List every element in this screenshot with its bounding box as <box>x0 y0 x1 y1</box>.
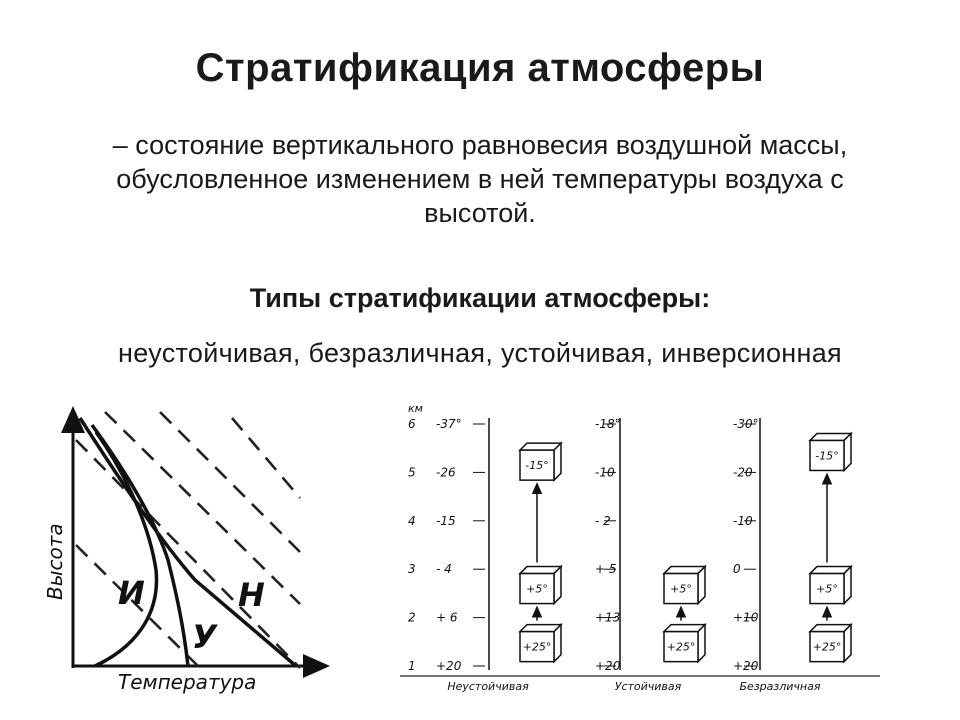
scale-label: -20 <box>733 465 753 479</box>
curve-label-stable: У <box>192 618 218 656</box>
height-label: 5 <box>408 465 416 479</box>
types-list: неустойчивая, безразличная, устойчивая, … <box>118 338 842 368</box>
height-label: 3 <box>408 562 416 576</box>
scale-label: + 6 <box>436 611 458 625</box>
parcel-cube-front <box>809 630 845 663</box>
parcel-temperature: +25° <box>523 641 552 654</box>
parcel-cube-top <box>518 623 563 633</box>
column-name: Устойчивая <box>615 680 682 693</box>
parcel-cube-front <box>663 572 699 605</box>
height-label: 4 <box>408 514 416 528</box>
parcel-temperature: +5° <box>816 583 838 596</box>
scale-label: -10 <box>733 514 753 528</box>
parcel-cube-front <box>519 630 555 663</box>
scale-label: +13 <box>595 611 620 625</box>
scale-label: -30° <box>733 417 759 431</box>
scale-label: + 5 <box>595 562 617 576</box>
parcel-cube-side <box>843 622 852 664</box>
scale-label: -18° <box>595 417 621 431</box>
parcel-temperature: -15° <box>525 459 548 472</box>
scale-label: +20 <box>733 659 759 673</box>
scale-label: 0 <box>733 562 741 576</box>
scale-label: -10 <box>595 465 615 479</box>
scale-label: - 4 <box>436 562 452 576</box>
parcel-cube-top <box>518 442 563 451</box>
parcel-cube-top <box>662 623 707 633</box>
dashed-adiabat-lines <box>75 411 301 669</box>
parcel-temperature: -15° <box>815 449 838 462</box>
scale-label: +10 <box>733 611 759 625</box>
y-axis-label: Высота <box>43 523 67 600</box>
unstable-curve-n <box>78 417 298 668</box>
parcel-cube-side <box>697 564 706 606</box>
parcel-temperature: +5° <box>526 583 548 596</box>
parcel-cube-side <box>697 622 706 664</box>
inversion-curve-i <box>94 430 159 668</box>
x-axis-label: Температура <box>118 670 256 694</box>
scale-label: +20 <box>595 659 621 673</box>
parcel-cube-front <box>519 449 555 481</box>
parcel-cube-side <box>843 564 852 606</box>
parcel-cube-side <box>553 564 562 606</box>
types-heading: Типы стратификации атмосферы: <box>249 283 711 313</box>
height-label: 2 <box>408 611 416 625</box>
parcel-cube-front <box>809 572 845 605</box>
parcel-cube-side <box>843 431 852 473</box>
parcel-temperature: +25° <box>667 641 696 654</box>
parcel-cube-front <box>519 572 555 605</box>
parcel-cube-top <box>662 565 707 575</box>
scale-label: -37° <box>436 417 462 431</box>
parcel-cube-top <box>808 432 853 442</box>
parcel-cube-front <box>809 439 845 472</box>
parcel-cube-top <box>808 565 853 575</box>
scale-label: -26 <box>436 465 456 479</box>
curve-label-unstable: Н <box>238 576 265 614</box>
height-unit-label: км <box>408 402 423 415</box>
stable-curve-u <box>90 423 190 667</box>
curve-label-inversion: И <box>118 574 145 612</box>
parcel-temperature: +25° <box>813 641 842 654</box>
page-title: Стратификация атмосферы <box>195 46 765 90</box>
scale-label: +20 <box>436 659 462 673</box>
height-label: 1 <box>408 659 416 673</box>
parcel-cube-top <box>518 565 563 575</box>
parcel-cube-front <box>663 630 699 663</box>
column-name: Неустойчивая <box>447 680 529 693</box>
parcel-cube-side <box>553 441 562 482</box>
scale-label: -15 <box>436 514 456 528</box>
definition-text: – состояние вертикального равновесия воз… <box>112 130 848 228</box>
height-label: 6 <box>408 417 416 431</box>
parcel-cube-side <box>553 622 562 664</box>
scale-label: - 2 <box>595 514 611 528</box>
parcel-temperature: +5° <box>670 583 692 596</box>
parcel-cube-top <box>808 623 853 633</box>
column-name: Безразличная <box>740 680 821 693</box>
